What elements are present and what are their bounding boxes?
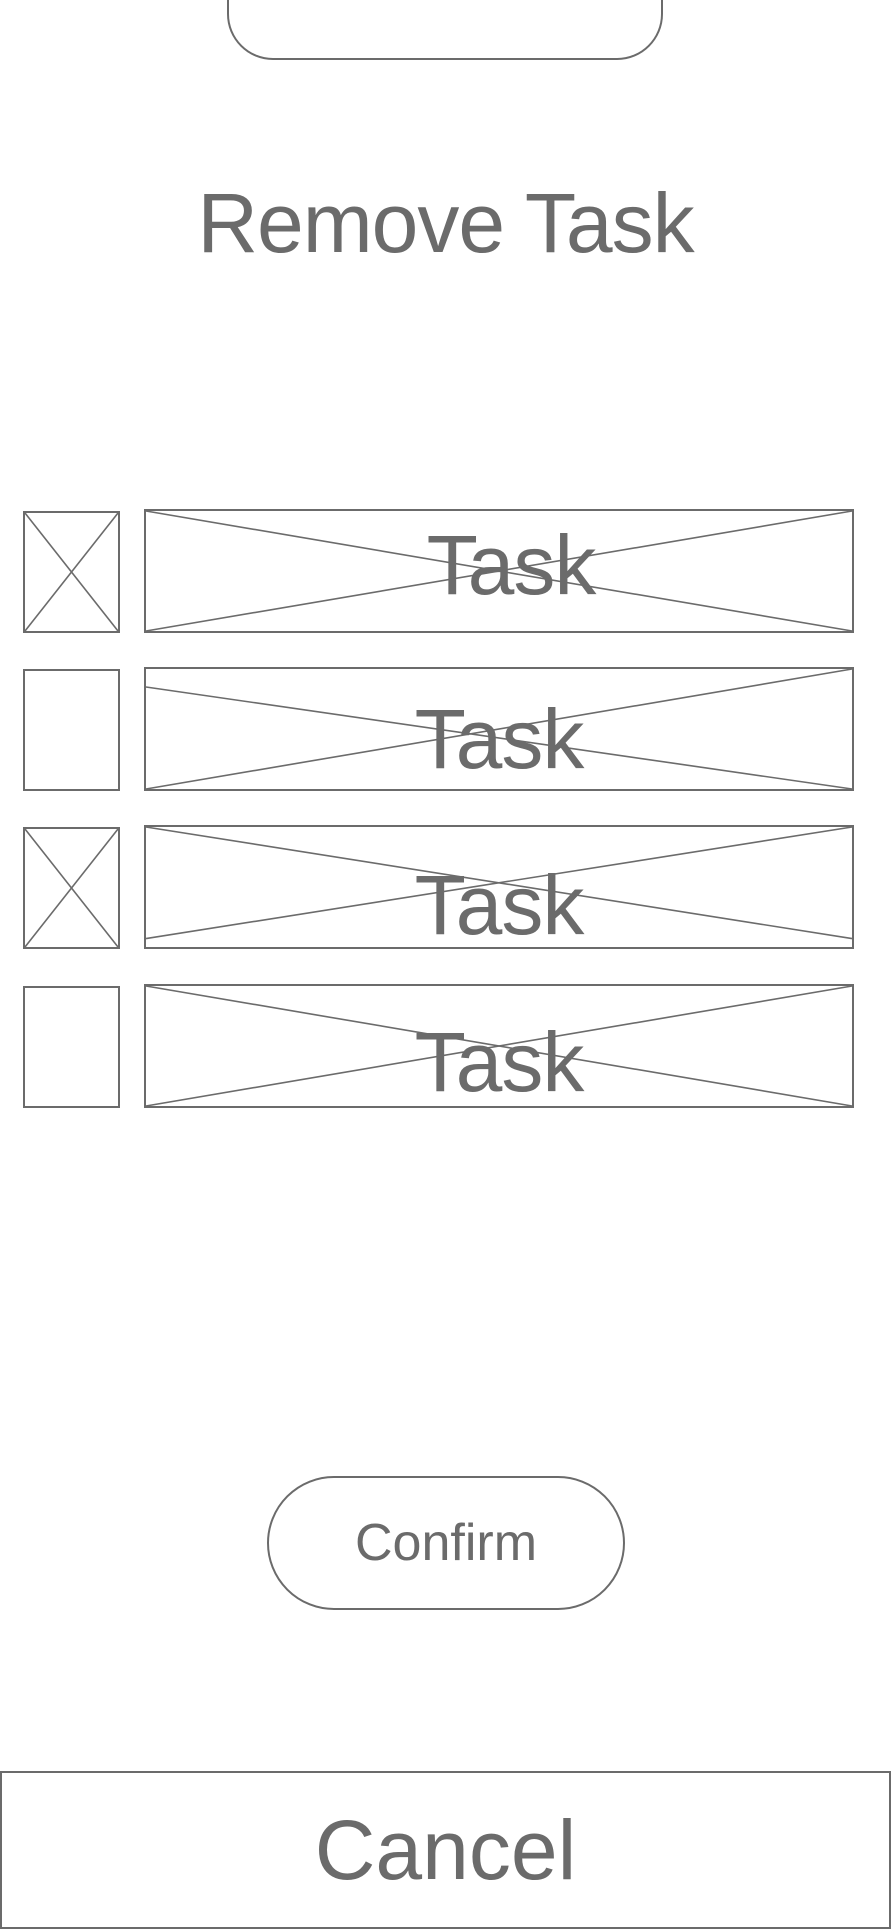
task-label: Task xyxy=(414,1015,585,1109)
task-label: Task xyxy=(414,858,585,952)
placeholder-cross-icon xyxy=(146,986,852,1106)
task-item[interactable]: Task xyxy=(144,984,854,1108)
task-label: Task xyxy=(414,692,585,786)
placeholder-cross-icon xyxy=(146,511,852,631)
placeholder-cross-icon xyxy=(146,827,852,947)
task-checkbox[interactable] xyxy=(23,511,120,633)
task-label: Task xyxy=(426,518,597,612)
task-row: Task xyxy=(0,667,891,791)
page-title: Remove Task xyxy=(197,176,694,270)
confirm-button[interactable]: Confirm xyxy=(267,1476,625,1610)
device-notch xyxy=(227,0,663,60)
task-item[interactable]: Task xyxy=(144,667,854,791)
task-item[interactable]: Task xyxy=(144,509,854,633)
task-checkbox[interactable] xyxy=(23,669,120,791)
cancel-button[interactable]: Cancel xyxy=(0,1771,891,1929)
task-checkbox[interactable] xyxy=(23,986,120,1108)
task-row: Task xyxy=(0,825,891,952)
checked-x-icon xyxy=(25,829,118,947)
checked-x-icon xyxy=(25,513,118,631)
task-row: Task xyxy=(0,509,891,633)
task-checkbox[interactable] xyxy=(23,827,120,949)
placeholder-cross-icon xyxy=(146,669,852,789)
task-item[interactable]: Task xyxy=(144,825,854,952)
task-row: Task xyxy=(0,984,891,1108)
